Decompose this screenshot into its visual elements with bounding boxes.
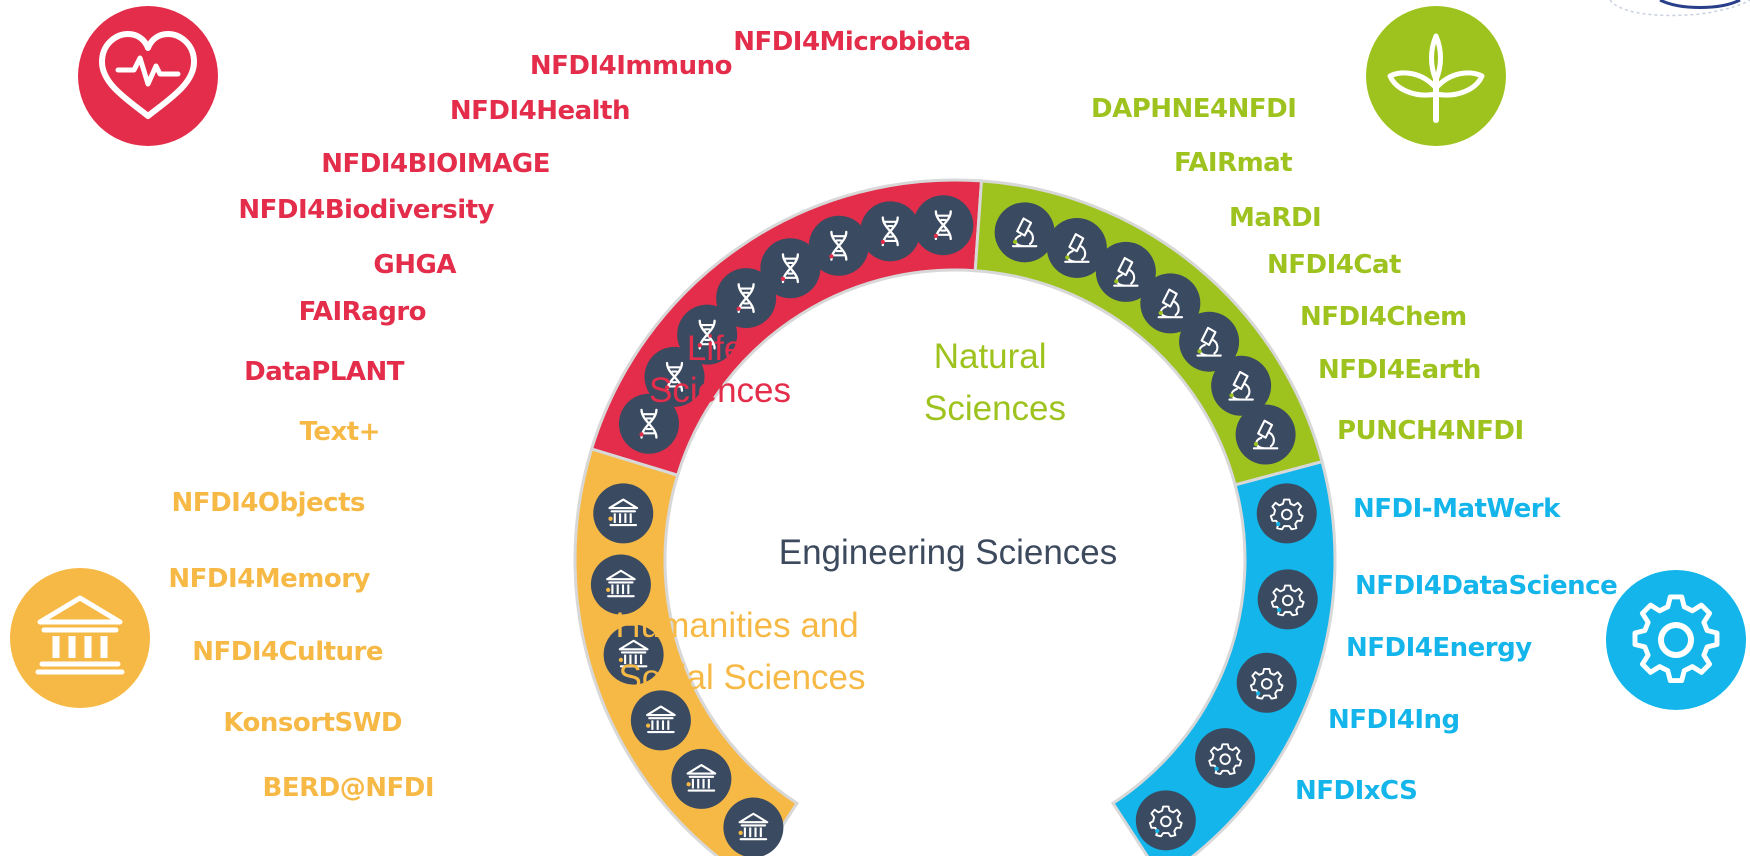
natural-sciences-title: Natural Sciences bbox=[924, 337, 1066, 428]
label-fairagro: FAIRagro bbox=[299, 297, 426, 327]
label-nfdi4chem: NFDI4Chem bbox=[1300, 302, 1467, 332]
label-punch4nfdi: PUNCH4NFDI bbox=[1337, 416, 1524, 446]
life-sciences-title: Life Sciences bbox=[649, 329, 791, 410]
gear-node-3 bbox=[1236, 652, 1297, 713]
label-nfdi4memory: NFDI4Memory bbox=[168, 564, 370, 594]
label-nfdi4bioimage: NFDI4BIOIMAGE bbox=[321, 149, 550, 179]
label-nfdi4ing: NFDI4Ing bbox=[1328, 705, 1460, 735]
microscope-node-1 bbox=[994, 202, 1055, 263]
humanities-social-sciences-title: Humanities and Social Sciences bbox=[616, 606, 869, 697]
label-nfdi4immuno: NFDI4Immuno bbox=[530, 51, 732, 81]
museum-node-4 bbox=[630, 690, 691, 751]
label-nfdi4biodiversity: NFDI4Biodiversity bbox=[238, 195, 494, 225]
dna-node-2 bbox=[860, 201, 921, 262]
label-nfdi4objects: NFDI4Objects bbox=[172, 488, 365, 518]
label-nfdi4health: NFDI4Health bbox=[450, 96, 630, 126]
dna-node-6 bbox=[677, 304, 738, 365]
museum-node-3 bbox=[603, 624, 664, 685]
label-daphne4nfdi: DAPHNE4NFDI bbox=[1091, 94, 1296, 124]
dna-node-1 bbox=[913, 195, 974, 256]
museum-node-2 bbox=[590, 554, 651, 615]
label-berd-nfdi: BERD@NFDI bbox=[263, 773, 434, 803]
consortium-labels: NFDI4Microbiota NFDI4Immuno NFDI4Health … bbox=[168, 27, 1617, 806]
dna-node-3 bbox=[808, 215, 869, 276]
museum-node-5 bbox=[671, 748, 732, 809]
dna-node-5 bbox=[716, 268, 777, 329]
label-nfdi-matwerk: NFDI-MatWerk bbox=[1353, 494, 1561, 524]
plant-sprout-icon bbox=[1366, 6, 1506, 146]
label-fairmat: FAIRmat bbox=[1174, 148, 1292, 178]
microscope-node-7 bbox=[1235, 404, 1296, 465]
gear-node-1 bbox=[1256, 483, 1317, 544]
museum-building-icon bbox=[10, 568, 150, 708]
label-nfdi4microbiota: NFDI4Microbiota bbox=[733, 27, 971, 57]
microscope-node-2 bbox=[1046, 217, 1107, 278]
arc-segment-engineering bbox=[1110, 459, 1337, 856]
engineering-sciences-title: Engineering Sciences bbox=[779, 533, 1118, 572]
museum-node-6 bbox=[723, 797, 784, 856]
dna-node-8 bbox=[618, 393, 679, 454]
label-mardi: MaRDI bbox=[1229, 203, 1321, 233]
gear-node-4 bbox=[1195, 728, 1256, 789]
label-nfdi4energy: NFDI4Energy bbox=[1346, 633, 1532, 663]
label-nfdixcs: NFDIxCS bbox=[1295, 776, 1417, 806]
label-nfdi4culture: NFDI4Culture bbox=[192, 637, 383, 667]
gear-icon bbox=[1606, 570, 1746, 710]
label-ghga: GHGA bbox=[373, 250, 456, 280]
microscope-node-5 bbox=[1179, 311, 1240, 372]
label-nfdi4cat: NFDI4Cat bbox=[1267, 250, 1401, 280]
institution-seal-partial bbox=[1609, 0, 1750, 17]
gear-node-2 bbox=[1257, 569, 1318, 630]
dna-node-7 bbox=[644, 346, 705, 407]
heart-pulse-icon bbox=[78, 6, 218, 146]
museum-node-1 bbox=[593, 483, 654, 544]
dna-node-4 bbox=[760, 238, 821, 299]
label-nfdi4datascience: NFDI4DataScience bbox=[1355, 571, 1617, 601]
label-textplus: Text+ bbox=[300, 417, 380, 447]
label-dataplant: DataPLANT bbox=[244, 357, 405, 387]
gear-node-5 bbox=[1135, 790, 1196, 851]
label-nfdi4earth: NFDI4Earth bbox=[1318, 355, 1481, 385]
microscope-node-3 bbox=[1095, 241, 1156, 302]
consortium-nodes bbox=[590, 195, 1318, 856]
microscope-node-6 bbox=[1211, 355, 1272, 416]
label-konsortswd: KonsortSWD bbox=[223, 708, 402, 738]
microscope-node-4 bbox=[1140, 273, 1201, 334]
